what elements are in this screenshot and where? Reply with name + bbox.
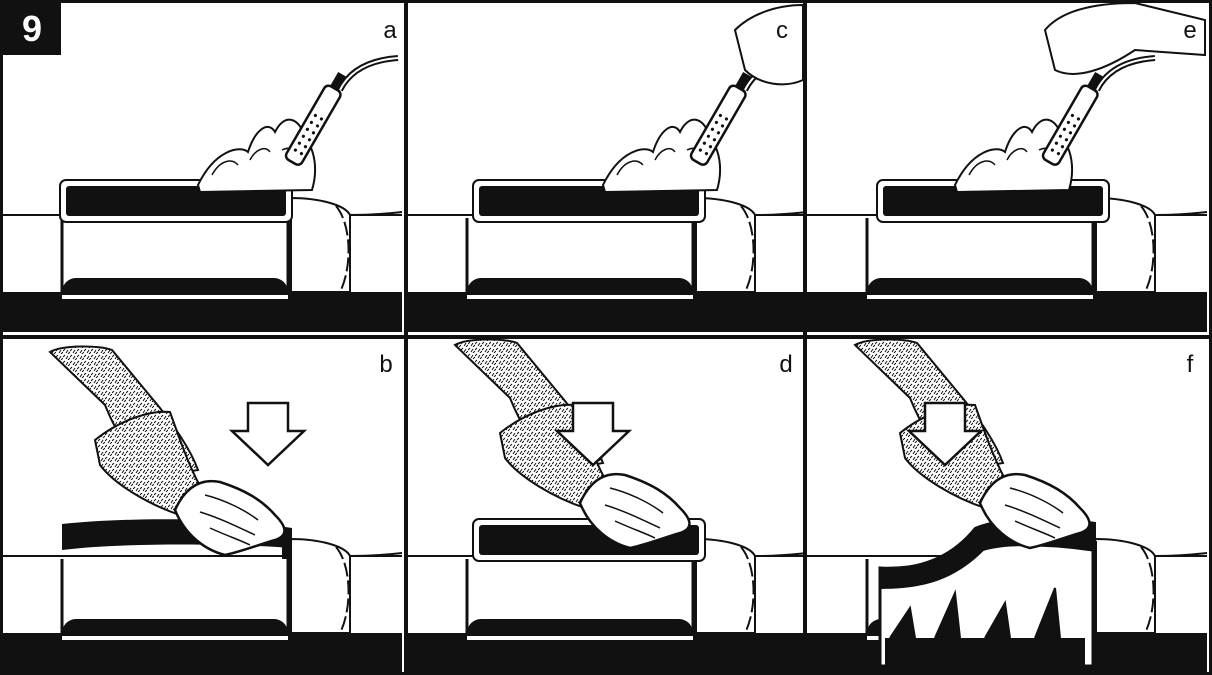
panel-letter-e: e [1183, 17, 1196, 44]
hand-holding-torch [1043, 1, 1206, 75]
panel-a [0, 58, 404, 334]
panel-letter-c: c [776, 17, 788, 44]
panel-d [403, 338, 809, 675]
panel-f [803, 338, 1209, 675]
panel-letter-f: f [1187, 351, 1194, 378]
hand-holding-torch [733, 3, 804, 86]
panel-letter-b: b [379, 351, 392, 378]
panel-letter-d: d [779, 351, 792, 378]
panel-letter-a: a [383, 17, 397, 44]
panel-b [0, 345, 404, 675]
panel-e [803, 1, 1209, 334]
figure-number-box [3, 3, 61, 55]
figure-number: 9 [22, 8, 42, 49]
panel-c [403, 3, 809, 334]
